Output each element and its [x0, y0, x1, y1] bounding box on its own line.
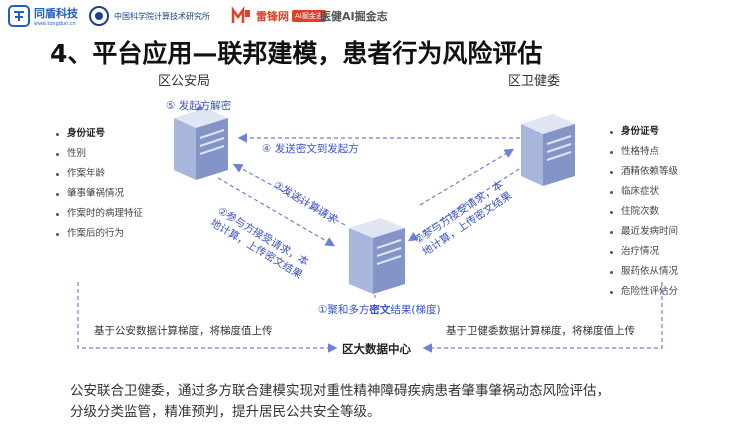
list-item: 肇事肇祸情况 — [56, 184, 143, 204]
tongdun-logo-text: 同盾科技 — [34, 7, 78, 20]
academy-logo: 中国科学院计算技术研究所 — [88, 4, 210, 28]
health-server-icon — [515, 110, 579, 194]
right-upload-line — [422, 282, 663, 353]
leifeng-logo-text: 雷锋网 — [256, 10, 289, 23]
step1-label: ①聚和多方密文结果(梯度) — [318, 304, 441, 316]
list-item: 住院次数 — [610, 202, 678, 222]
list-item: 身份证号 — [56, 124, 143, 144]
step1-highlight: 密文 — [369, 304, 391, 316]
step2-left-arrow — [217, 177, 336, 247]
bigdata-center-label: 区大数据中心 — [342, 342, 411, 356]
step4-label: ④ 发送密文到发起方 — [262, 143, 359, 155]
list-item: 危险性评估分 — [610, 282, 678, 302]
left-upload-label: 基于公安数据计算梯度，将梯度值上传 — [94, 325, 273, 337]
page-title: 4、平台应用—联邦建模，患者行为风险评估 — [50, 39, 543, 68]
yitong-logo-text: 医健AI掘金志 — [320, 10, 388, 23]
leifeng-badge: AI掘金志 — [292, 10, 326, 22]
yitong-logo: 医健AI掘金志 — [320, 4, 388, 28]
list-item: 作案后的行为 — [56, 224, 143, 244]
academy-logo-text: 中国科学院计算技术研究所 — [114, 11, 210, 21]
tongdun-logo-icon — [8, 5, 30, 27]
step5-label: ⑤ 发起方解密 — [166, 100, 232, 112]
list-item: 治疗情况 — [610, 242, 678, 262]
node-label-police: 区公安局 — [158, 74, 211, 89]
list-item: 服药依从情况 — [610, 262, 678, 282]
bigdata-server-icon — [343, 214, 409, 302]
right-upload-label: 基于卫健委数据计算梯度，将梯度值上传 — [446, 325, 635, 337]
node-label-health: 区卫健委 — [508, 74, 561, 89]
tongdun-logo-subtext: www.tongdun.cn — [34, 21, 76, 27]
list-item: 作案时的病理特征 — [56, 204, 143, 224]
health-feature-list: 身份证号 性格特点 酒精依赖等级 临床症状 住院次数 最近发病时间 治疗情况 服… — [610, 122, 678, 302]
leifeng-logo-icon — [230, 5, 252, 27]
list-item: 临床症状 — [610, 182, 678, 202]
step2-right-arrow — [407, 164, 526, 242]
logo-bar: 同盾科技 www.tongdun.cn 中国科学院计算技术研究所 雷锋网 AI掘… — [8, 4, 732, 28]
summary-text: 公安联合卫健委，通过多方联合建模实现对重性精神障碍疾病患者肇事肇祸动态风险评估，… — [70, 383, 610, 420]
leifeng-logo: 雷锋网 AI掘金志 — [230, 4, 326, 28]
academy-logo-icon — [88, 5, 110, 27]
list-item: 性别 — [56, 144, 143, 164]
police-server-icon — [168, 104, 232, 188]
tongdun-logo: 同盾科技 www.tongdun.cn — [8, 4, 78, 28]
left-upload-line — [77, 282, 338, 353]
list-item: 性格特点 — [610, 142, 678, 162]
list-item: 酒精依赖等级 — [610, 162, 678, 182]
list-item: 身份证号 — [610, 122, 678, 142]
list-item: 最近发病时间 — [610, 222, 678, 242]
list-item: 作案年龄 — [56, 164, 143, 184]
police-feature-list: 身份证号 性别 作案年龄 肇事肇祸情况 作案时的病理特征 作案后的行为 — [56, 124, 143, 244]
center-right-arrow — [419, 148, 515, 206]
